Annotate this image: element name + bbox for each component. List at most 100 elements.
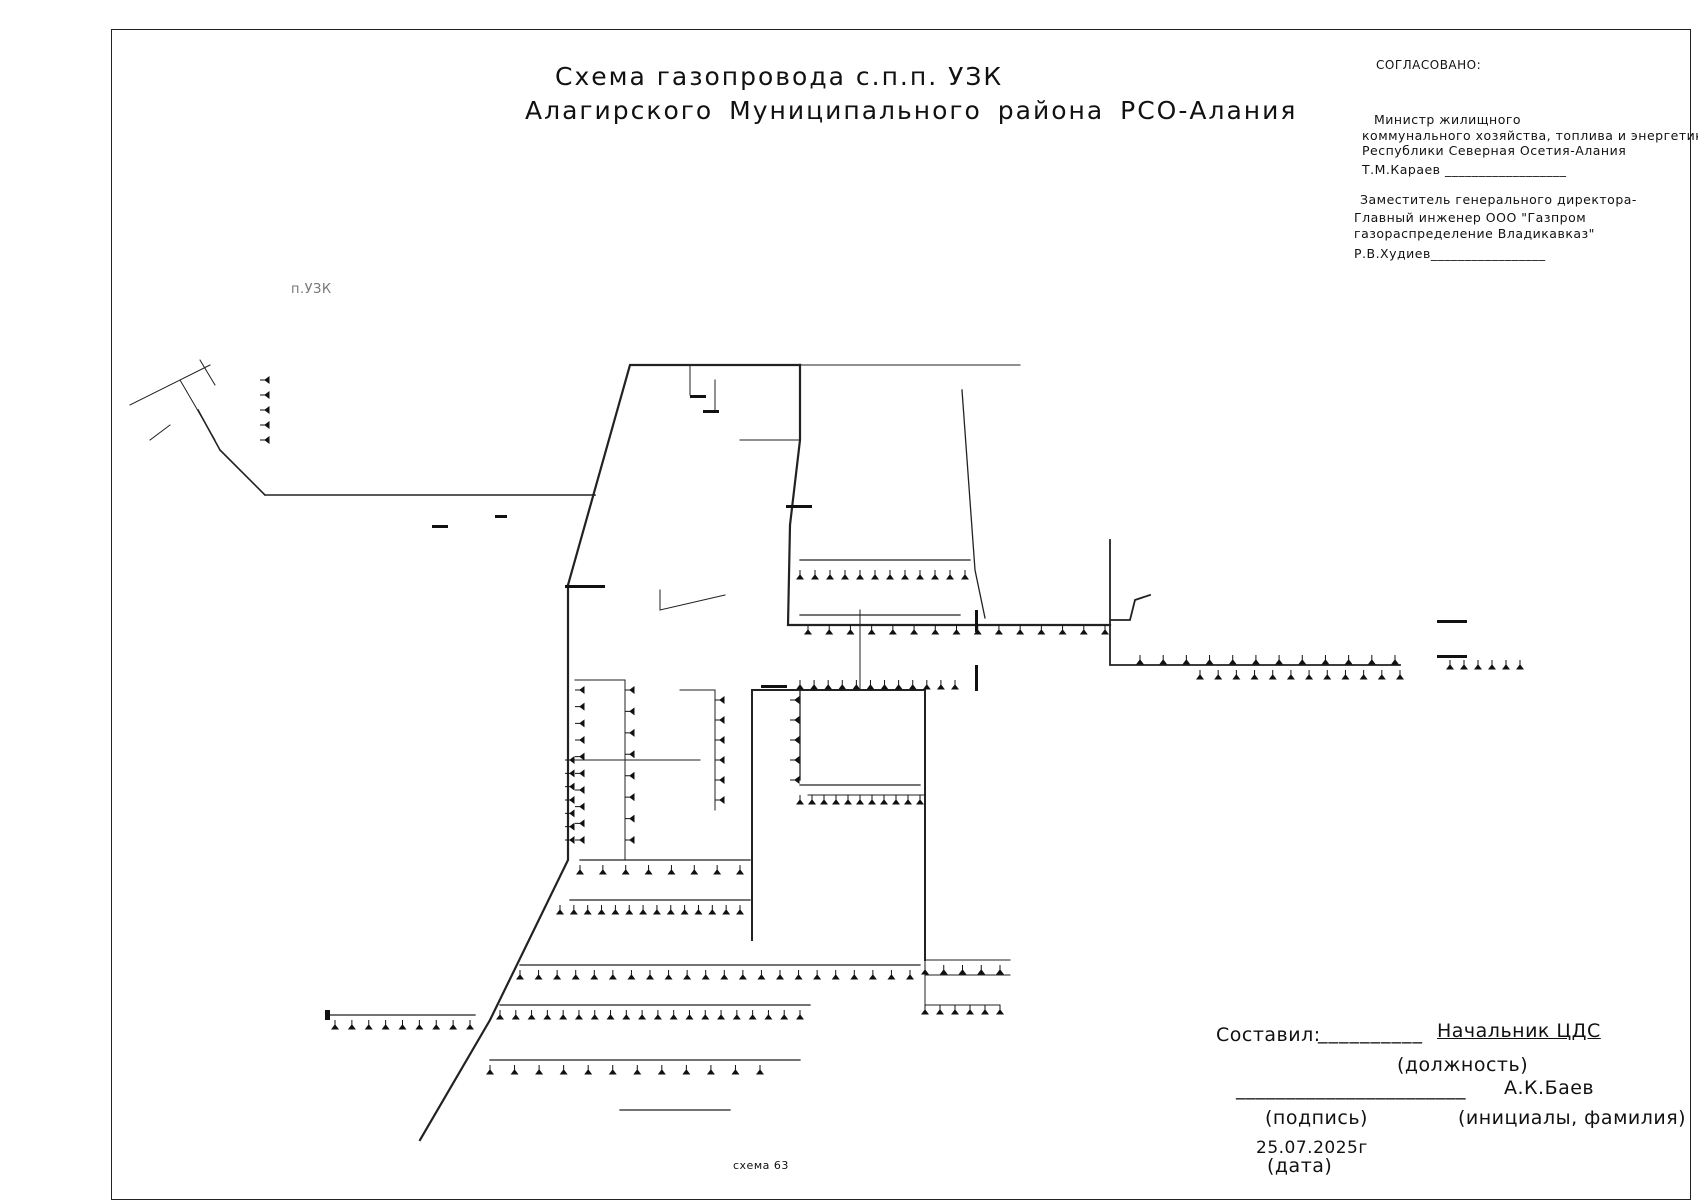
- consumer-tap: [575, 752, 585, 761]
- compiled-position-caption: (должность): [1397, 1054, 1529, 1076]
- consumer-tap: [708, 905, 717, 915]
- consumer-tap: [1058, 625, 1067, 635]
- consumer-tap: [931, 625, 940, 635]
- pipeline-west-cluster: [129, 359, 216, 441]
- consumer-tap: [921, 1005, 929, 1015]
- consumer-tap: [1516, 660, 1524, 670]
- compiled-signature-caption: (подпись): [1265, 1107, 1368, 1129]
- pipeline-northeast: [799, 389, 986, 619]
- consumer-tap: [1136, 655, 1144, 665]
- consumer-tap: [856, 570, 864, 580]
- consumer-tap: [565, 796, 575, 804]
- consumer-tap: [825, 625, 834, 635]
- consumer-tap: [886, 570, 894, 580]
- consumer-tap: [961, 570, 969, 580]
- pipeline-fittings: [325, 395, 1467, 1020]
- consumer-tap: [1367, 655, 1376, 665]
- consumer-tap: [1286, 670, 1295, 680]
- consumer-tap: [606, 1010, 615, 1020]
- consumer-tap: [904, 795, 912, 805]
- consumer-tap: [921, 965, 929, 975]
- consumer-tap: [916, 570, 924, 580]
- consumer-tap: [559, 1065, 568, 1075]
- consumer-tap: [1079, 625, 1088, 635]
- consumer-tap: [901, 570, 909, 580]
- consumer-tap: [810, 680, 819, 690]
- consumer-tap: [736, 865, 744, 875]
- consumer-tap: [608, 1065, 617, 1075]
- consumer-tap: [939, 965, 948, 975]
- consumer-tap: [764, 1010, 773, 1020]
- consumer-tap: [717, 1010, 726, 1020]
- consumer-tap: [831, 970, 840, 980]
- consumer-tap: [575, 719, 585, 728]
- consumer-tap: [1396, 670, 1404, 680]
- consumer-tap: [850, 970, 859, 980]
- consumer-tap: [625, 686, 635, 694]
- consumer-tap: [1228, 655, 1237, 665]
- consumer-tap: [1268, 670, 1277, 680]
- consumer-tap: [922, 680, 931, 690]
- consumer-tap: [887, 970, 896, 980]
- consumer-tap: [846, 625, 855, 635]
- consumer-tap: [398, 1020, 407, 1030]
- consumer-tap: [680, 905, 689, 915]
- consumer-tap: [1275, 655, 1284, 665]
- consumer-tap: [1182, 655, 1191, 665]
- consumer-tap: [633, 1065, 642, 1075]
- consumer-tap: [543, 1010, 552, 1020]
- consumer-tap: [625, 793, 635, 802]
- consumer-tap: [936, 680, 945, 690]
- consumer-tap: [449, 1020, 458, 1030]
- consumer-tap: [1214, 670, 1223, 680]
- consumer-tap: [571, 970, 580, 980]
- consumer-tap: [1377, 670, 1386, 680]
- consumer-tap: [590, 970, 599, 980]
- consumer-tap: [565, 769, 575, 778]
- consumer-tap: [682, 1065, 691, 1075]
- approval-position2-line3: газораспределение Владикавказ": [1354, 226, 1595, 241]
- consumer-tap: [931, 570, 939, 580]
- consumer-tap: [867, 625, 876, 635]
- consumer-tap: [1341, 670, 1350, 680]
- consumer-tap: [565, 756, 575, 764]
- consumer-tap: [575, 786, 585, 794]
- consumer-tap: [575, 836, 585, 844]
- consumer-tap: [556, 905, 564, 915]
- consumer-tap: [516, 970, 524, 980]
- compiled-date: 25.07.2025г: [1256, 1138, 1368, 1158]
- consumer-tap: [347, 1020, 356, 1030]
- consumer-tap: [790, 756, 800, 764]
- consumer-tap: [1488, 660, 1496, 670]
- consumer-tap: [1298, 655, 1307, 665]
- consumer-tap: [910, 625, 919, 635]
- consumer-tap: [260, 436, 270, 444]
- consumer-tap: [565, 822, 575, 831]
- consumer-tap: [1502, 660, 1510, 670]
- consumer-tap: [260, 421, 270, 429]
- consumer-tap: [535, 1065, 544, 1075]
- consumer-tap: [706, 1065, 715, 1075]
- consumer-tap: [796, 795, 804, 805]
- consumer-tap: [486, 1065, 494, 1075]
- consumer-tap: [694, 905, 703, 915]
- consumer-tap: [738, 970, 747, 980]
- consumer-tap: [952, 625, 961, 635]
- consumer-tap: [852, 680, 861, 690]
- consumer-tap: [621, 865, 630, 875]
- consumer-tap: [625, 707, 635, 716]
- consumer-tap: [625, 905, 634, 915]
- consumer-tap: [590, 1010, 599, 1020]
- consumer-tap: [1232, 670, 1241, 680]
- consumer-tap: [1391, 655, 1399, 665]
- consumer-tap: [625, 728, 635, 737]
- consumer-tap: [685, 1010, 694, 1020]
- compiled-name: А.К.Баев: [1504, 1077, 1595, 1099]
- consumer-tap: [844, 795, 852, 805]
- consumer-tap: [731, 1065, 740, 1075]
- consumer-tap: [832, 795, 840, 805]
- consumer-tap: [776, 970, 784, 980]
- consumer-tap: [732, 1010, 741, 1020]
- consumer-tap: [748, 1010, 757, 1020]
- approval-signer1: Т.М.Караев __________________: [1362, 162, 1567, 177]
